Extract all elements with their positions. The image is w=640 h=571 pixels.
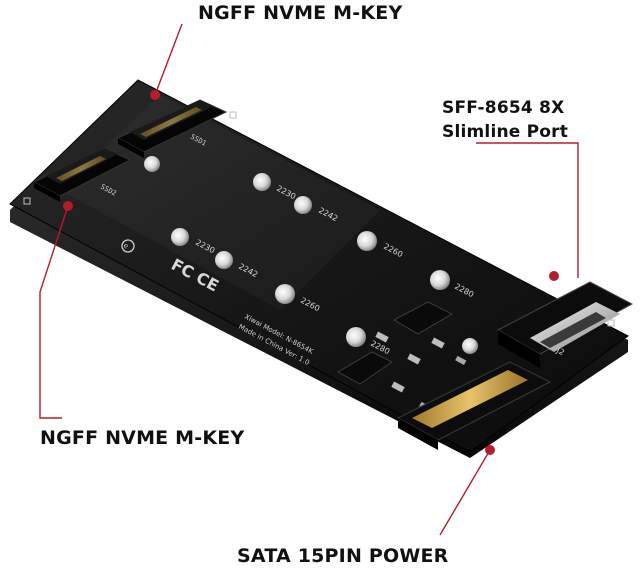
- sata-power-connector: [396, 361, 552, 450]
- mount-hole-icon: [430, 270, 450, 290]
- callout-dot-top: [150, 90, 160, 100]
- callout-line-top: [154, 23, 183, 96]
- m2-slot-lower: [32, 147, 132, 202]
- mount-hole-icon: [171, 228, 189, 246]
- callout-dot-right: [549, 271, 559, 281]
- mount-hole-icon: [294, 196, 312, 214]
- callout-line-bottom: [439, 449, 491, 536]
- label-slimline-line1: SFF-8654 8X: [442, 98, 565, 118]
- mount-hole-icon: [346, 327, 366, 347]
- mount-hole-icon: [144, 156, 160, 172]
- label-slimline: SFF-8654 8X Slimline Port: [442, 96, 568, 144]
- callout-dot-bottom: [485, 445, 495, 455]
- svg-text:e: e: [122, 241, 130, 250]
- mount-hole-icon: [462, 338, 478, 354]
- callout-dot-left: [63, 201, 73, 211]
- mount-hole-icon: [275, 284, 295, 304]
- mount-hole-icon: [253, 173, 271, 191]
- callout-line-left: [39, 205, 69, 419]
- recycle-icon: e: [121, 239, 135, 253]
- callouts: [39, 23, 579, 536]
- m2-slot-upper: [116, 99, 228, 158]
- silk-j2: J2: [554, 345, 566, 357]
- mount-hole-icon: [357, 231, 377, 251]
- callout-line-right: [476, 142, 579, 278]
- corner-mark: [23, 197, 31, 205]
- mount-holes-row-b: [171, 228, 366, 347]
- label-ngff-left: NGFF NVME M-KEY: [40, 427, 245, 449]
- components-cluster: [337, 301, 478, 411]
- label-sata-power: SATA 15PIN POWER: [237, 545, 449, 567]
- corner-mark: [229, 111, 237, 119]
- label-ngff-top: NGFF NVME M-KEY: [198, 2, 403, 24]
- mount-holes-row-a: [144, 156, 450, 290]
- corner-mark: [607, 319, 615, 327]
- label-slimline-line2: Slimline Port: [442, 122, 569, 142]
- board-face: [9, 79, 629, 453]
- mount-hole-icon: [215, 251, 233, 269]
- slimline-port: J2: [496, 281, 634, 368]
